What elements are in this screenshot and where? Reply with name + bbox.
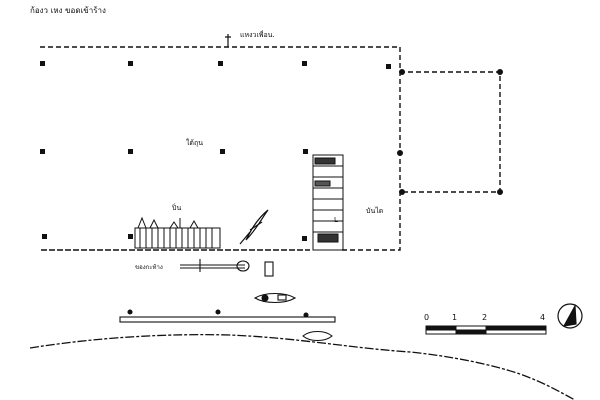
label-stairs: บันได [366, 207, 384, 215]
scale-tick-2: 2 [482, 313, 488, 322]
scale-tick-0: 0 [424, 313, 430, 322]
boat-items [180, 259, 274, 277]
annex-outline [400, 71, 501, 193]
label-gate: แหงวเพื่อน. [240, 31, 275, 39]
shore-boat [302, 330, 333, 342]
label-fish-trap: ปิ่น [172, 204, 182, 212]
label-boat-area: ของกะท้าง [135, 264, 163, 271]
canoe [253, 292, 297, 304]
fish-trap-row [134, 216, 221, 249]
scale-tick-1: 1 [452, 313, 458, 322]
scale-tick-4: 4 [540, 313, 546, 322]
scale-bar [425, 325, 547, 335]
house-outline [40, 46, 401, 251]
north-arrow-icon [557, 303, 583, 329]
small-boat [239, 209, 269, 245]
gate-marker [225, 34, 231, 47]
stairs: L [312, 154, 344, 251]
house-posts [40, 61, 503, 241]
shoreline [29, 334, 576, 400]
log-pier [119, 309, 336, 323]
svg-text:L: L [334, 216, 338, 224]
drawing-title: ก้องว เหง ขอดเข้าร้าง [30, 6, 106, 15]
label-under-house: ใต้ถุน [186, 139, 203, 147]
